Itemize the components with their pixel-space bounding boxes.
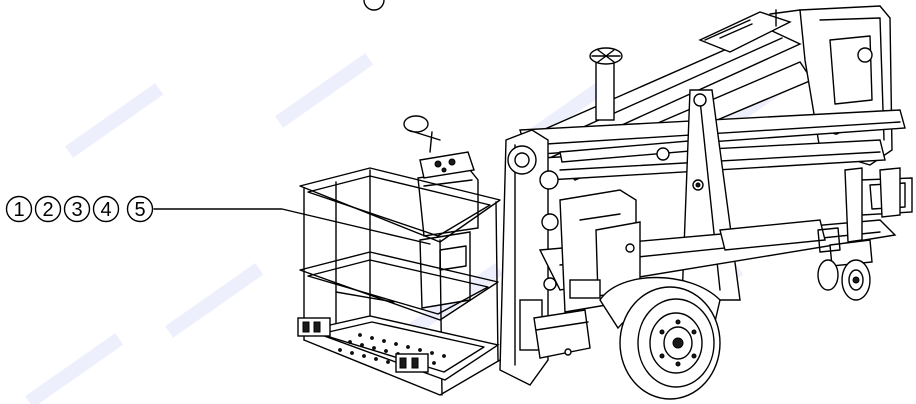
callout-4: 4 xyxy=(92,195,120,223)
engine-box xyxy=(559,189,641,313)
battery-box xyxy=(533,309,591,359)
callout-3: 3 xyxy=(63,195,91,223)
callout-3-label: 3 xyxy=(71,199,82,221)
callout-4-label: 4 xyxy=(100,199,111,221)
callout-1-label: 1 xyxy=(13,199,24,221)
callout-group: 1 2 3 4 5 xyxy=(5,195,154,223)
control-console xyxy=(403,115,479,309)
callout-5-label: 5 xyxy=(134,199,145,221)
top-partial-circle xyxy=(363,0,385,11)
basket xyxy=(297,167,501,396)
callout-1: 1 xyxy=(5,195,33,223)
jockey-wheel xyxy=(817,167,901,301)
main-wheel xyxy=(619,286,721,400)
callout-5: 5 xyxy=(126,195,154,223)
beacon-mast xyxy=(589,47,623,121)
callout-2-label: 2 xyxy=(42,199,53,221)
callout-2: 2 xyxy=(34,195,62,223)
callout-leader-line xyxy=(153,208,431,245)
